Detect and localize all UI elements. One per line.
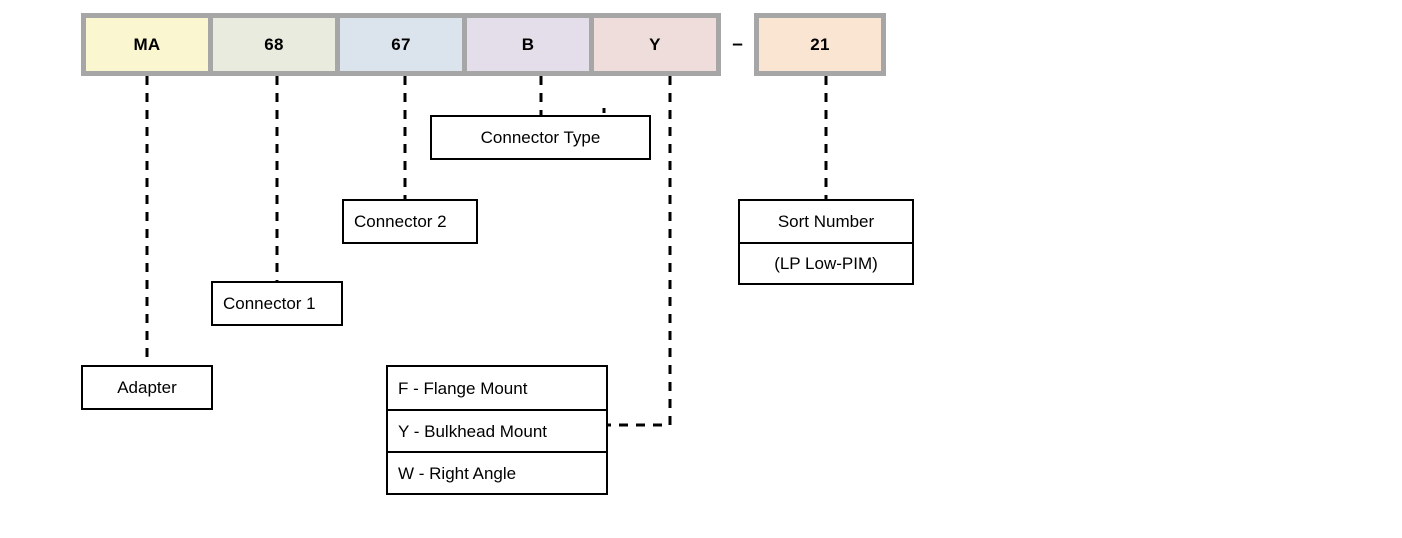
callout-connector-2: Connector 2: [342, 199, 478, 244]
mount-type-option-bulkhead: Y - Bulkhead Mount: [388, 409, 606, 451]
callout-connector-1: Connector 1: [211, 281, 343, 326]
callout-sort-number-label: Sort Number: [777, 212, 875, 231]
code-cell-sort-number[interactable]: 21: [759, 18, 881, 71]
mount-type-option-right-angle: W - Right Angle: [388, 451, 606, 493]
part-number-code-strip: MA 68 67 B Y – 21: [81, 13, 886, 76]
code-cell-connector-1[interactable]: 68: [213, 18, 335, 71]
callout-mount-types: F - Flange Mount Y - Bulkhead Mount W - …: [386, 365, 608, 495]
callout-connector-2-label: Connector 2: [354, 212, 447, 231]
callout-connector-type: Connector Type: [430, 115, 651, 160]
callout-sort-number-note: (LP Low-PIM): [740, 242, 912, 283]
callout-adapter: Adapter: [81, 365, 213, 410]
callout-adapter-label: Adapter: [117, 378, 177, 397]
code-cell-adapter[interactable]: MA: [86, 18, 208, 71]
code-cell-connector-type[interactable]: B: [467, 18, 589, 71]
code-group-suffix: 21: [754, 13, 886, 76]
mount-type-option-flange: F - Flange Mount: [398, 378, 528, 398]
callout-sort-number: Sort Number (LP Low-PIM): [738, 199, 914, 285]
code-cell-connector-2[interactable]: 67: [340, 18, 462, 71]
code-cell-mount-type[interactable]: Y: [594, 18, 716, 71]
code-group-main: MA 68 67 B Y: [81, 13, 721, 76]
callout-connector-1-label: Connector 1: [223, 294, 316, 313]
code-separator-dash: –: [721, 13, 754, 76]
callout-connector-type-label: Connector Type: [480, 128, 601, 147]
